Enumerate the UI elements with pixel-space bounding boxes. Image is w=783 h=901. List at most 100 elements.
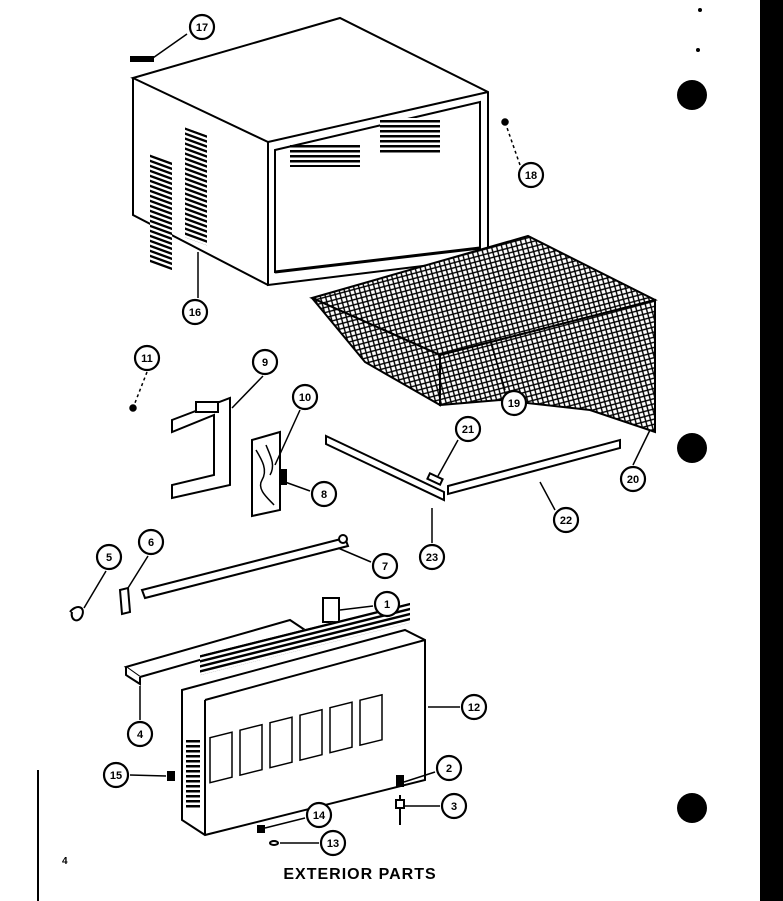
callout-23: 23 xyxy=(418,543,446,571)
leader-line-8 xyxy=(284,481,311,492)
callout-label: 5 xyxy=(106,552,112,564)
callout-label: 1 xyxy=(384,599,390,611)
leader-line-10 xyxy=(274,409,301,466)
panel-part xyxy=(251,430,287,518)
callout-circle xyxy=(137,528,165,556)
callout-circle xyxy=(305,801,333,829)
small-parts xyxy=(167,771,405,846)
front-grille-part xyxy=(181,602,426,837)
callout-label: 3 xyxy=(451,801,457,813)
page-number: 4 xyxy=(62,856,68,867)
clamp-part xyxy=(69,606,84,622)
callout-2: 2 xyxy=(435,754,463,782)
leader-line-15 xyxy=(129,774,167,777)
callout-4: 4 xyxy=(126,720,154,748)
callout-circle xyxy=(460,693,488,721)
leader-line-14 xyxy=(264,817,306,829)
callout-circle xyxy=(95,543,123,571)
callout-circle xyxy=(454,415,482,443)
callout-20: 20 xyxy=(619,465,647,493)
callout-10: 10 xyxy=(291,383,319,411)
callout-16: 16 xyxy=(181,298,209,326)
leader-line-9 xyxy=(231,375,264,409)
callout-19: 19 xyxy=(500,389,528,417)
callout-circle xyxy=(126,720,154,748)
callout-label: 20 xyxy=(627,474,639,486)
callout-label: 10 xyxy=(299,392,311,404)
callout-label: 8 xyxy=(321,489,327,501)
callout-18: 18 xyxy=(517,161,545,189)
callout-label: 22 xyxy=(560,515,572,527)
callout-circle xyxy=(310,480,338,508)
leader-line-18 xyxy=(504,121,521,166)
fastener-dot xyxy=(129,404,137,412)
callout-11: 11 xyxy=(133,344,161,372)
callout-13: 13 xyxy=(319,829,347,857)
callout-label: 14 xyxy=(313,810,326,822)
leader-line-2 xyxy=(403,771,436,783)
cabinet-part xyxy=(130,16,489,287)
leader-line-17 xyxy=(149,33,188,61)
punch-hole xyxy=(677,793,707,823)
callout-label: 15 xyxy=(110,770,122,782)
callout-label: 18 xyxy=(525,170,537,182)
callout-circle xyxy=(133,344,161,372)
callout-14: 14 xyxy=(305,801,333,829)
callout-label: 19 xyxy=(508,398,520,410)
mesh-panel-parts xyxy=(309,234,658,434)
callout-circle xyxy=(291,383,319,411)
callout-21: 21 xyxy=(454,415,482,443)
callout-9: 9 xyxy=(251,348,279,376)
punch-hole xyxy=(677,80,707,110)
leader-line-1 xyxy=(339,605,374,611)
callout-circle xyxy=(517,161,545,189)
leader-line-11 xyxy=(132,371,148,409)
punch-hole xyxy=(677,433,707,463)
callout-circle xyxy=(371,552,399,580)
leader-line-22 xyxy=(539,481,556,511)
callout-circle xyxy=(440,792,468,820)
rod-part xyxy=(140,534,350,600)
callout-8: 8 xyxy=(310,480,338,508)
callout-label: 9 xyxy=(262,357,268,369)
callout-label: 2 xyxy=(446,763,452,775)
callout-circle xyxy=(435,754,463,782)
callout-circle xyxy=(251,348,279,376)
fastener-dot xyxy=(501,118,509,126)
callout-label: 16 xyxy=(189,307,201,319)
callout-circle xyxy=(418,543,446,571)
callout-label: 17 xyxy=(196,22,208,34)
callout-circle xyxy=(373,590,401,618)
callout-label: 21 xyxy=(462,424,474,436)
leader-line-21 xyxy=(437,439,459,477)
callout-label: 6 xyxy=(148,537,154,549)
binding-strip xyxy=(760,0,783,901)
callout-circle xyxy=(552,506,580,534)
callout-circle xyxy=(181,298,209,326)
leader-lines xyxy=(83,33,651,844)
callout-circle xyxy=(188,13,216,41)
leader-line-5 xyxy=(83,570,107,609)
callout-17: 17 xyxy=(188,13,216,41)
leader-line-6 xyxy=(127,555,149,589)
small-bracket-part xyxy=(322,597,340,623)
bracket-part xyxy=(171,396,231,500)
callout-label: 23 xyxy=(426,552,438,564)
callout-3: 3 xyxy=(440,792,468,820)
callout-circle xyxy=(319,829,347,857)
callout-circle xyxy=(500,389,528,417)
scan-speck xyxy=(698,8,702,12)
leader-line-20 xyxy=(632,429,651,466)
callout-circle xyxy=(102,761,130,789)
callout-label: 11 xyxy=(141,353,153,365)
callout-12: 12 xyxy=(460,693,488,721)
page-title: EXTERIOR PARTS xyxy=(283,866,437,883)
scan-speck xyxy=(696,48,700,52)
callout-1: 1 xyxy=(373,590,401,618)
callout-label: 13 xyxy=(327,838,339,850)
leader-line-19 xyxy=(489,339,506,391)
callout-label: 4 xyxy=(137,729,144,741)
callout-22: 22 xyxy=(552,506,580,534)
